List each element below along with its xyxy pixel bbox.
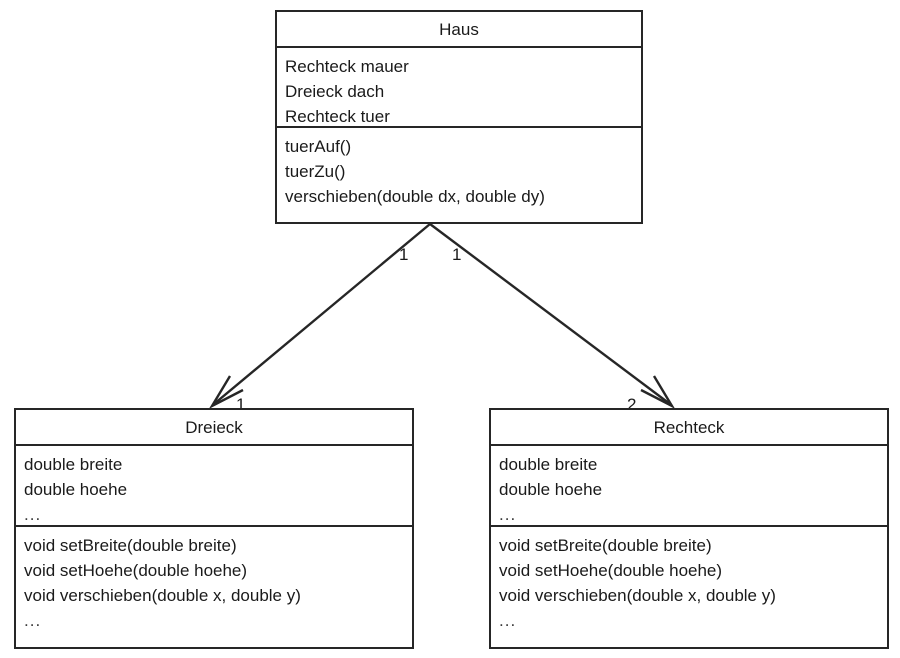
class-name-haus: Haus — [277, 12, 641, 48]
operation-item: ... — [24, 611, 42, 630]
operation-item: void verschieben(double x, double y) — [499, 586, 776, 605]
attributes-compartment-dreieck: double breite double hoehe ... — [16, 446, 412, 527]
operations-compartment-rechteck: void setBreite(double breite) void setHo… — [491, 527, 887, 648]
attribute-item: Rechteck mauer — [285, 57, 409, 76]
operation-item: tuerZu() — [285, 162, 346, 181]
operation-item: void setHoehe(double hoehe) — [24, 561, 248, 580]
operations-compartment-dreieck: void setBreite(double breite) void setHo… — [16, 527, 412, 648]
attribute-item: double hoehe — [24, 480, 128, 499]
attribute-item: double breite — [24, 455, 123, 474]
operation-item: ... — [499, 611, 517, 630]
multiplicity-haus-dreieck-source: 1 — [399, 245, 409, 264]
association-haus-rechteck — [429, 223, 676, 410]
association-line-haus-dreieck — [213, 223, 431, 405]
attribute-item: ... — [24, 505, 42, 524]
multiplicity-haus-dreieck-target: 1 — [236, 395, 246, 414]
attributes-compartment-rechteck: double breite double hoehe ... — [491, 446, 887, 527]
class-name-dreieck: Dreieck — [16, 410, 412, 446]
uml-class-haus[interactable]: Haus Rechteck mauer Dreieck dach Rechtec… — [275, 10, 643, 224]
attributes-compartment-haus: Rechteck mauer Dreieck dach Rechteck tue… — [277, 48, 641, 128]
attribute-item: Rechteck tuer — [285, 107, 390, 126]
attribute-item: double breite — [499, 455, 598, 474]
uml-class-dreieck[interactable]: Dreieck double breite double hoehe ... v… — [14, 408, 414, 649]
operation-item: tuerAuf() — [285, 137, 352, 156]
operation-item: void setBreite(double breite) — [499, 536, 712, 555]
association-line-haus-rechteck — [429, 223, 671, 405]
class-name-rechteck: Rechteck — [491, 410, 887, 446]
uml-class-rechteck[interactable]: Rechteck double breite double hoehe ... … — [489, 408, 889, 649]
operations-compartment-haus: tuerAuf() tuerZu() verschieben(double dx… — [277, 128, 641, 225]
operation-item: void verschieben(double x, double y) — [24, 586, 301, 605]
attribute-item: Dreieck dach — [285, 82, 385, 101]
operation-item: verschieben(double dx, double dy) — [285, 187, 545, 206]
attribute-item: ... — [499, 505, 517, 524]
association-haus-dreieck — [208, 223, 431, 410]
multiplicity-haus-rechteck-target: 2 — [627, 395, 637, 414]
operation-item: void setBreite(double breite) — [24, 536, 237, 555]
operation-item: void setHoehe(double hoehe) — [499, 561, 723, 580]
arrowhead-rechteck — [640, 375, 676, 410]
multiplicity-haus-rechteck-source: 1 — [452, 245, 462, 264]
attribute-item: double hoehe — [499, 480, 603, 499]
